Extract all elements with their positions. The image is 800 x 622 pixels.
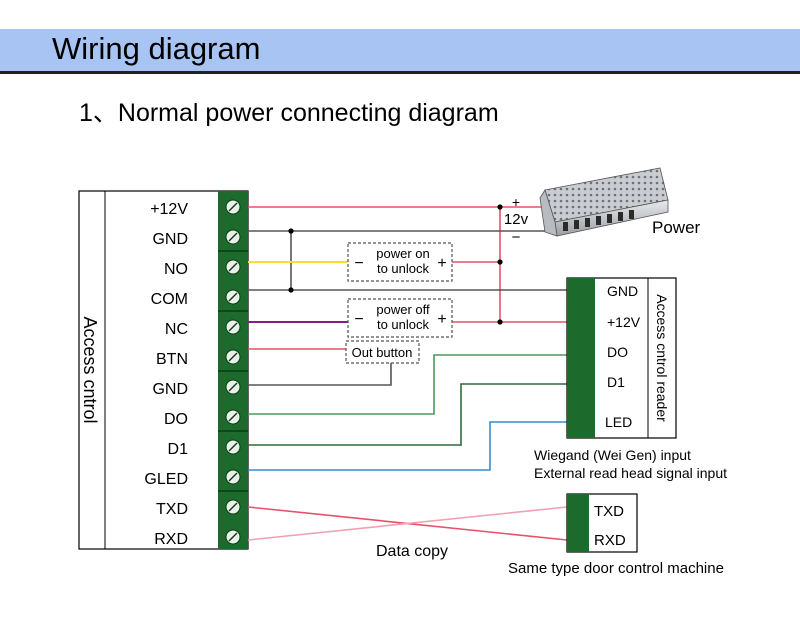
psu-minus-label: − — [512, 229, 521, 246]
wire-d1 — [248, 383, 567, 446]
wire-gled — [248, 421, 567, 471]
diagram-subtitle: 1、Normal power connecting diagram — [79, 99, 499, 127]
terminal-label-btn: BTN — [156, 351, 188, 368]
power-on-label-2: to unlock — [377, 261, 430, 276]
terminal-label-txd: TXD — [156, 501, 188, 518]
power-on-label-1: power on — [376, 246, 429, 261]
second-machine-txd: TXD — [594, 503, 624, 520]
terminal-label-do: DO — [164, 411, 188, 428]
power-on-plus: + — [437, 255, 446, 272]
title-bar: Wiring diagram — [0, 29, 800, 74]
wire-gnd-button — [248, 363, 392, 386]
out-button-box — [345, 340, 420, 364]
reader-terminal-gnd: GND — [607, 283, 638, 299]
reader-terminal-led: LED — [605, 414, 632, 430]
power-label: Power — [652, 218, 701, 237]
junction-dot — [497, 204, 503, 210]
reader-terminal-12v: +12V — [607, 314, 641, 330]
page-title: Wiring diagram — [52, 31, 261, 66]
terminal-label-com: COM — [151, 291, 188, 308]
power-off-plus: + — [437, 311, 446, 328]
wiegand-note-1: Wiegand (Wei Gen) input — [534, 447, 691, 463]
power-on-switch-box — [347, 242, 453, 282]
terminal-label-rxd: RXD — [154, 531, 188, 548]
psu-plus-label: + — [512, 194, 520, 210]
power-off-label-1: power off — [376, 302, 430, 317]
second-machine-label: Same type door control machine — [508, 560, 724, 577]
terminal-label-gled: GLED — [144, 471, 188, 488]
reader-label: Access cntrol reader — [654, 294, 670, 422]
terminal-label-no: NO — [164, 261, 188, 278]
data-copy-label: Data copy — [376, 543, 448, 560]
reader-terminal-strip — [567, 278, 595, 438]
terminal-label-gnd: GND — [152, 231, 188, 248]
wire-do — [248, 354, 567, 415]
out-button-label: Out button — [352, 345, 413, 360]
reader-terminal-do: DO — [607, 344, 628, 360]
power-on-minus: − — [354, 255, 363, 272]
psu-voltage-label: 12v — [504, 211, 529, 228]
second-machine-terminal-strip — [567, 494, 589, 552]
power-off-switch-box — [347, 298, 453, 338]
junction-dot — [497, 319, 503, 325]
reader-terminal-d1: D1 — [607, 374, 625, 390]
power-off-label-2: to unlock — [377, 317, 430, 332]
wiegand-note-2: External read head signal input — [534, 465, 727, 481]
junction-dot — [497, 259, 503, 265]
terminal-label-12v: +12V — [150, 201, 188, 218]
power-off-minus: − — [354, 311, 363, 328]
wire-rxd — [247, 506, 568, 541]
power-supply-image — [539, 167, 669, 237]
terminal-label-nc: NC — [165, 321, 188, 338]
terminal-block — [218, 191, 248, 549]
junction-dot — [288, 228, 294, 234]
terminal-label-gnd2: GND — [152, 381, 188, 398]
terminal-label-d1: D1 — [168, 441, 189, 458]
second-machine-rxd: RXD — [594, 532, 626, 549]
junction-dot — [288, 287, 294, 293]
access-control-label: Access cntrol — [80, 316, 100, 423]
